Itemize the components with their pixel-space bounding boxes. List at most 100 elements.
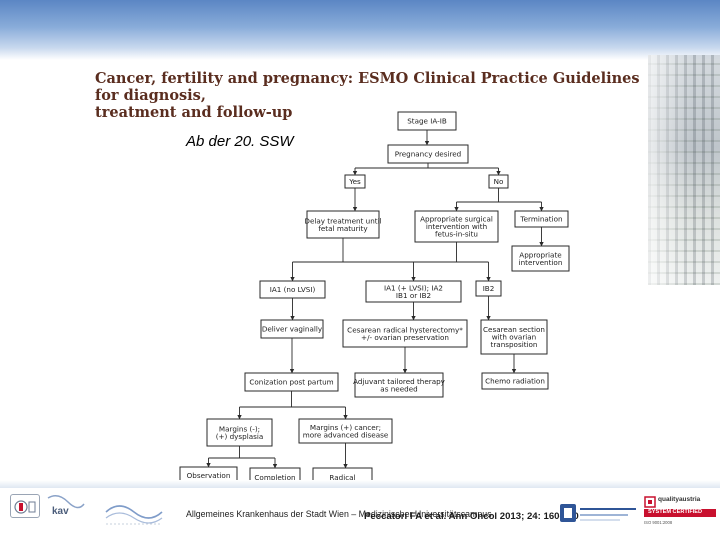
building-photo-fade [648, 55, 720, 285]
flow-node-label: IA1 (no LVSI) [270, 285, 316, 294]
flow-node-label: Radical [329, 473, 355, 482]
flow-node-box [511, 245, 570, 272]
kav-wordmark-art: kav [47, 495, 85, 517]
flow-node-label: Deliver vaginally [262, 325, 323, 334]
qa-mark-icon [644, 496, 656, 508]
qualityaustria-logo: qualityaustria SYSTEM CERTIFIED ISO 9001… [644, 496, 716, 530]
flow-node-chemo: Chemo radiation [481, 372, 549, 390]
flow-node-no: No [488, 174, 509, 189]
flow-node-ia1: IA1 (no LVSI) [259, 280, 326, 299]
flow-node-label: Observation [187, 471, 231, 480]
flow-node-box [306, 210, 380, 239]
qa-certified-band [644, 509, 716, 517]
flow-node-box [481, 372, 549, 390]
flow-node-label: intervention [519, 258, 563, 267]
flow-node-label: Cesarean section [483, 325, 545, 334]
flow-node-label: IB1 or IB2 [396, 291, 431, 300]
flow-node-box [480, 319, 548, 355]
flow-node-label: fetal maturity [318, 224, 368, 233]
kav-wordmark: kav [46, 494, 86, 518]
flow-node-label: No [494, 177, 504, 186]
flow-node-label: fetus-in-situ [435, 230, 478, 239]
flow-node-stage: Stage IA-IB [397, 111, 457, 131]
flow-node-box [259, 280, 326, 299]
flow-node-label: Delay treatment until [304, 216, 381, 225]
flow-node-label: IB2 [483, 284, 495, 293]
flow-node-box [354, 372, 444, 398]
flow-node-label: (+) dysplasia [216, 432, 264, 441]
qa-certified-text: SYSTEM CERTIFIED [648, 509, 703, 515]
flow-node-box [414, 210, 499, 243]
flow-node-label: with ovarian [492, 333, 537, 342]
kav-crest-icon [14, 500, 36, 514]
flow-node-label: +/- ovarian preservation [361, 333, 449, 342]
flow-node-box [244, 372, 339, 392]
university-logo [558, 500, 640, 526]
flow-node-label: Appropriate [519, 250, 562, 259]
flow-node-label: as needed [380, 384, 417, 393]
flow-node-yes: Yes [344, 174, 366, 189]
footer-divider [0, 480, 720, 488]
overlay-note: Ab der 20. SSW [186, 133, 294, 150]
flow-node-box [206, 418, 273, 447]
kav-logo-mark [10, 494, 40, 518]
flow-node-label: Completion [254, 473, 295, 482]
flow-node-margins-neg: Margins (-);(+) dysplasia [206, 418, 273, 447]
flow-node-label: IA1 (+ LVSI); IA2 [384, 283, 443, 292]
flow-node-box [344, 174, 366, 189]
flow-node-label: more advanced disease [303, 430, 389, 439]
flow-node-label: Chemo radiation [485, 377, 545, 386]
flow-node-conization: Conization post partum [244, 372, 339, 392]
university-logo-icon [560, 504, 636, 522]
flow-node-label: Conization post partum [249, 378, 333, 387]
flow-node-cesarean-rad: Cesarean radical hysterectomy*+/- ovaria… [342, 319, 468, 348]
flow-node-label: transposition [491, 340, 538, 349]
header-gradient-band [0, 0, 720, 60]
flow-node-label: Margins (-); [219, 424, 260, 433]
flow-node-label: Adjuvant tailored therapy [353, 377, 446, 386]
flow-node-label: Yes [348, 177, 361, 186]
footer [0, 488, 720, 540]
flow-node-box [475, 280, 502, 297]
paper-title-line-2: treatment and follow-up [95, 104, 293, 121]
flowchart-edges [206, 130, 544, 469]
flow-node-box [260, 319, 324, 339]
flow-node-label: Margins (+) cancer; [310, 423, 381, 432]
flow-node-label: Appropriate surgical [420, 215, 493, 224]
flow-node-ib2: IB2 [475, 280, 502, 297]
footer-citation: Peccatori FA et al. Ann Oncol 2013; 24: … [364, 511, 579, 522]
qa-iso-text: ISO 9001:2008 [644, 520, 673, 525]
flow-node-box [397, 111, 457, 131]
flow-node-box [365, 280, 462, 303]
flow-node-label: Termination [519, 215, 562, 224]
flow-node-box [488, 174, 509, 189]
footer-institution: Allgemeines Krankenhaus der Stadt Wien –… [186, 509, 492, 519]
flow-node-label: Stage IA-IB [407, 117, 447, 126]
paper-title: Cancer, fertility and pregnancy: ESMO Cl… [95, 70, 645, 121]
wave-logo-icon [105, 505, 163, 525]
flow-node-box [342, 319, 468, 348]
kav-logo-text: kav [52, 506, 69, 517]
flow-node-label: Pregnancy desired [395, 150, 462, 159]
flow-node-margins-pos: Margins (+) cancer;more advanced disease [298, 418, 393, 444]
flow-node-vaginal: Deliver vaginally [260, 319, 324, 339]
flow-node-label: Cesarean radical hysterectomy* [347, 325, 463, 334]
flow-node-box [298, 418, 393, 444]
flow-node-desired: Pregnancy desired [387, 144, 469, 164]
flow-node-box [387, 144, 469, 164]
wave-logo [104, 498, 164, 528]
figure-panel [76, 60, 648, 490]
paper-title-line-1: Cancer, fertility and pregnancy: ESMO Cl… [95, 70, 640, 104]
flow-node-termination: Termination [514, 210, 569, 228]
flow-node-box [514, 210, 569, 228]
kav-logo: kav [10, 494, 102, 530]
flow-node-label: intervention with [426, 222, 487, 231]
